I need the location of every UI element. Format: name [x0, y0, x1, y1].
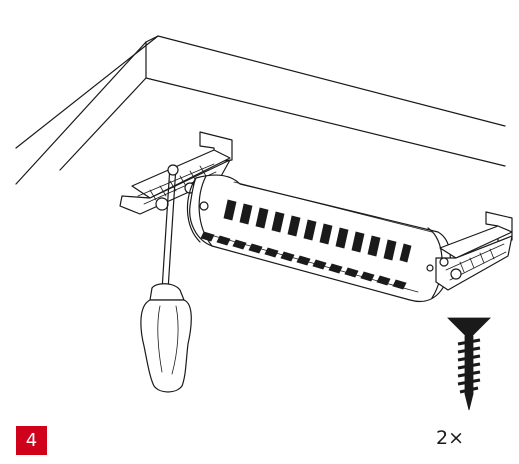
countersunk-screw-icon — [447, 317, 491, 411]
ceiling-surface — [15, 35, 506, 185]
screwdriver-illustration — [140, 164, 192, 393]
right-mounting-bracket — [435, 211, 513, 291]
ventilation-slots-lower — [200, 231, 407, 290]
slotted-cylindrical-housing — [186, 174, 451, 303]
step-number: 4 — [25, 430, 38, 451]
step-badge-background — [16, 426, 47, 455]
screw-quantity-label: 2× — [436, 427, 465, 449]
ventilation-slots-upper — [223, 199, 412, 263]
